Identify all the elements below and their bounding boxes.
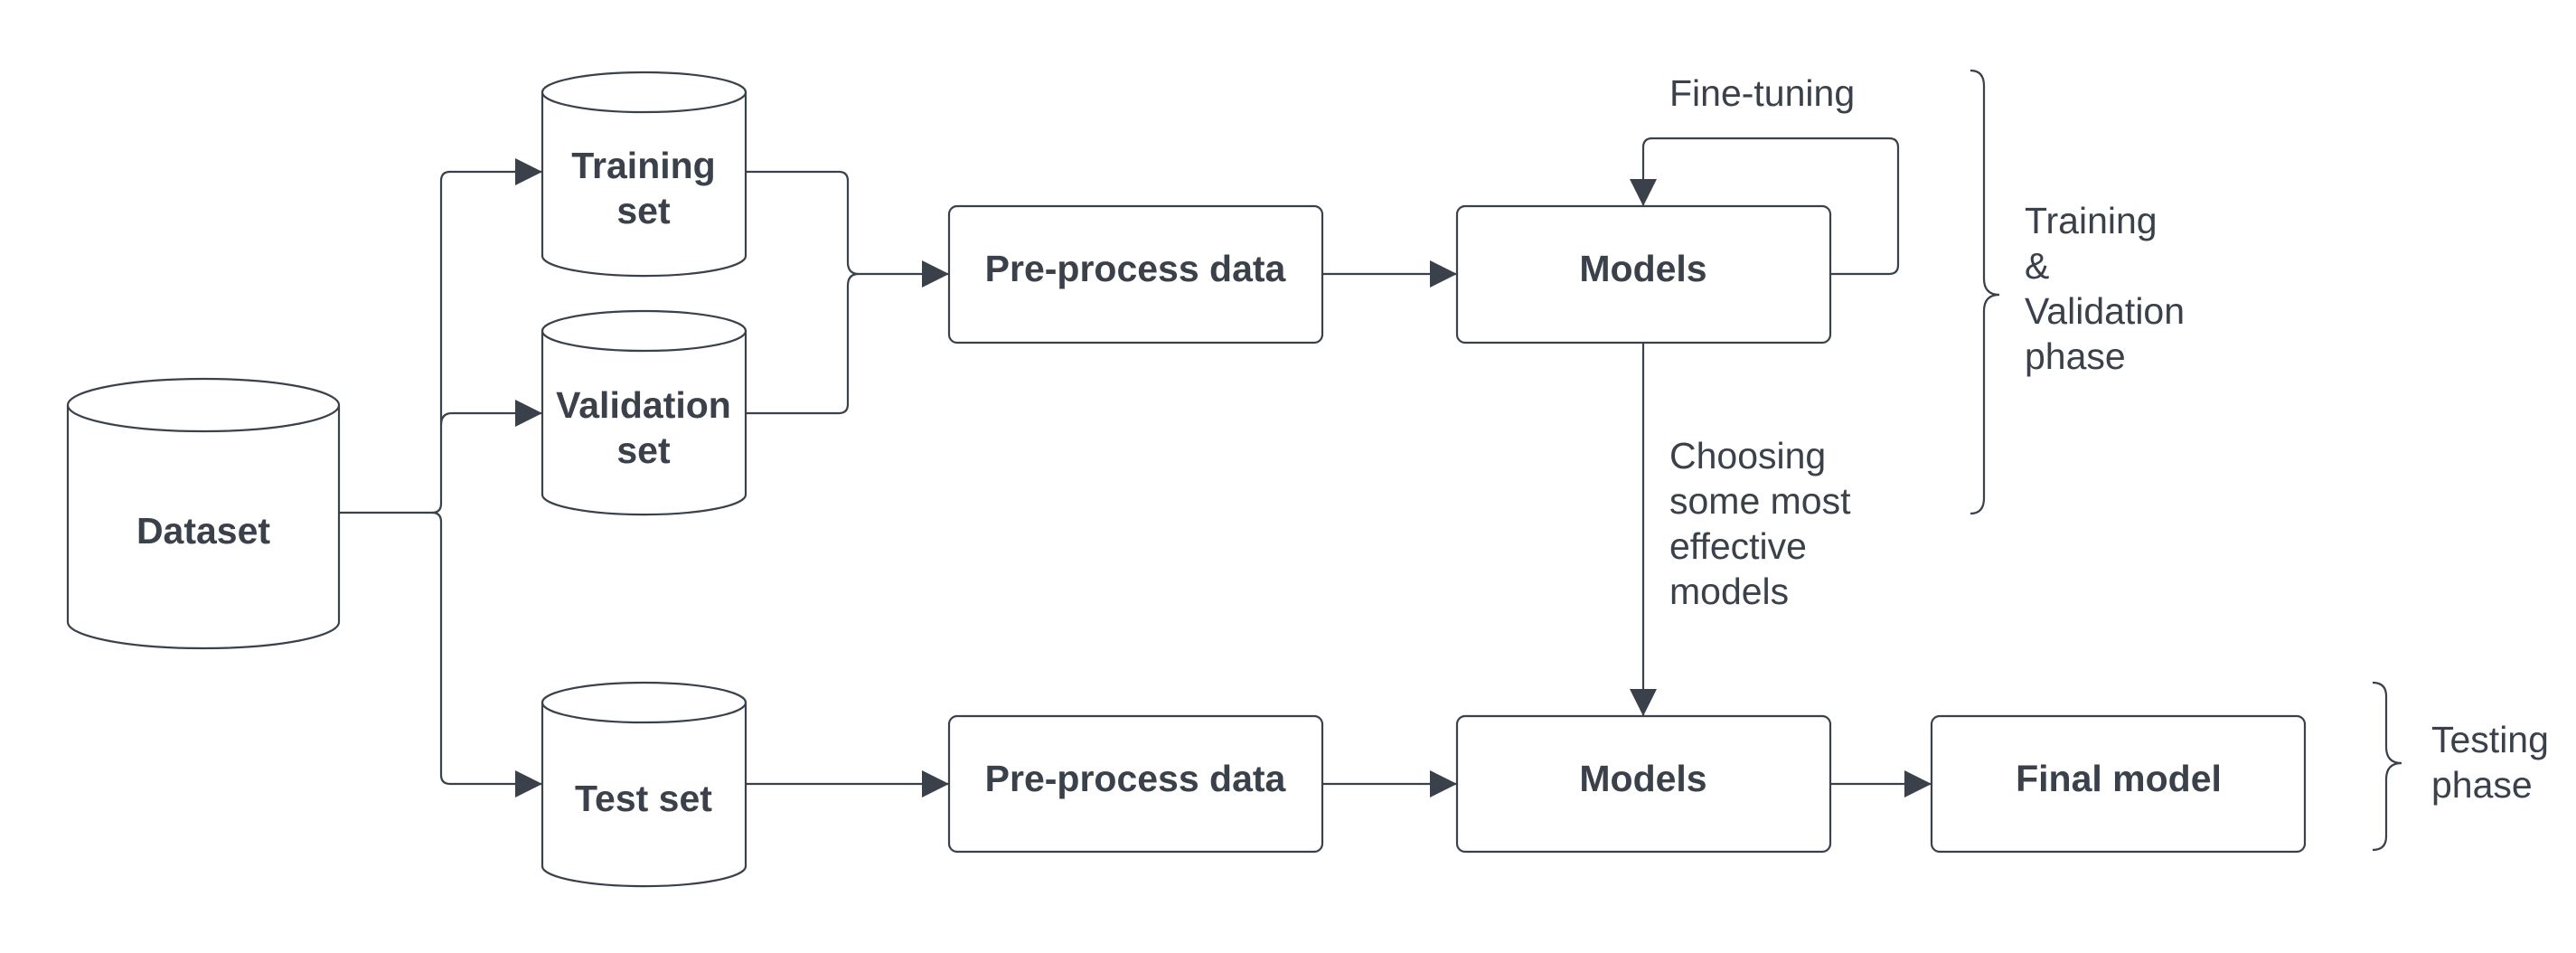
preprocess-top-label: Pre-process data bbox=[985, 248, 1287, 289]
training-phase-label-line: & bbox=[2025, 245, 2049, 287]
choosing-label-line: Choosing bbox=[1669, 435, 1826, 476]
edge-dataset-split-trunk bbox=[339, 158, 542, 514]
training-set-node: Training set bbox=[541, 71, 747, 278]
connectors bbox=[339, 137, 1932, 797]
models-top-label: Models bbox=[1579, 248, 1706, 289]
testing-phase-label: Testing phase bbox=[2431, 719, 2549, 806]
models-top-node: Models bbox=[1455, 204, 1832, 344]
edge-fine-tuning-loop bbox=[1630, 137, 1900, 276]
models-bottom-node: Models bbox=[1455, 714, 1832, 854]
validation-set-label-line2: set bbox=[616, 429, 671, 471]
edge-dataset-to-validation bbox=[439, 400, 542, 427]
preprocess-top-node: Pre-process data bbox=[947, 204, 1324, 344]
training-phase-label-line: Validation bbox=[2025, 290, 2185, 332]
final-model-node: Final model bbox=[1930, 714, 2307, 854]
choosing-label-line: effective bbox=[1669, 525, 1807, 567]
preprocess-bottom-label: Pre-process data bbox=[985, 758, 1287, 799]
training-set-label-line2: set bbox=[616, 190, 671, 231]
dataset-label: Dataset bbox=[136, 510, 270, 552]
validation-set-node: Validation set bbox=[541, 309, 747, 516]
training-phase-label: Training & Validation phase bbox=[2025, 200, 2185, 377]
edge-dataset-to-test bbox=[431, 511, 542, 797]
test-set-label: Test set bbox=[575, 778, 712, 819]
edge-training-to-preprocess bbox=[746, 170, 949, 288]
training-phase-brace bbox=[1970, 69, 2000, 515]
preprocess-bottom-node: Pre-process data bbox=[947, 714, 1324, 854]
validation-set-label-line1: Validation bbox=[556, 384, 731, 426]
testing-phase-brace bbox=[2372, 681, 2402, 852]
final-model-label: Final model bbox=[2016, 758, 2222, 799]
training-phase-label-line: Training bbox=[2025, 200, 2158, 241]
models-bottom-label: Models bbox=[1579, 758, 1706, 799]
training-set-label-line1: Training bbox=[571, 145, 715, 186]
training-phase-label-line: phase bbox=[2025, 335, 2126, 377]
choosing-label-line: models bbox=[1669, 571, 1789, 612]
dataset-node: Dataset bbox=[66, 377, 341, 650]
choosing-label-line: some most bbox=[1669, 480, 1851, 522]
test-set-node: Test set bbox=[541, 681, 747, 888]
choosing-label: Choosing some most effective models bbox=[1669, 435, 1851, 612]
fine-tuning-label: Fine-tuning bbox=[1669, 72, 1855, 114]
edge-validation-to-preprocess bbox=[746, 272, 860, 415]
testing-phase-label-line: Testing bbox=[2431, 719, 2549, 760]
testing-phase-label-line: phase bbox=[2431, 764, 2533, 806]
